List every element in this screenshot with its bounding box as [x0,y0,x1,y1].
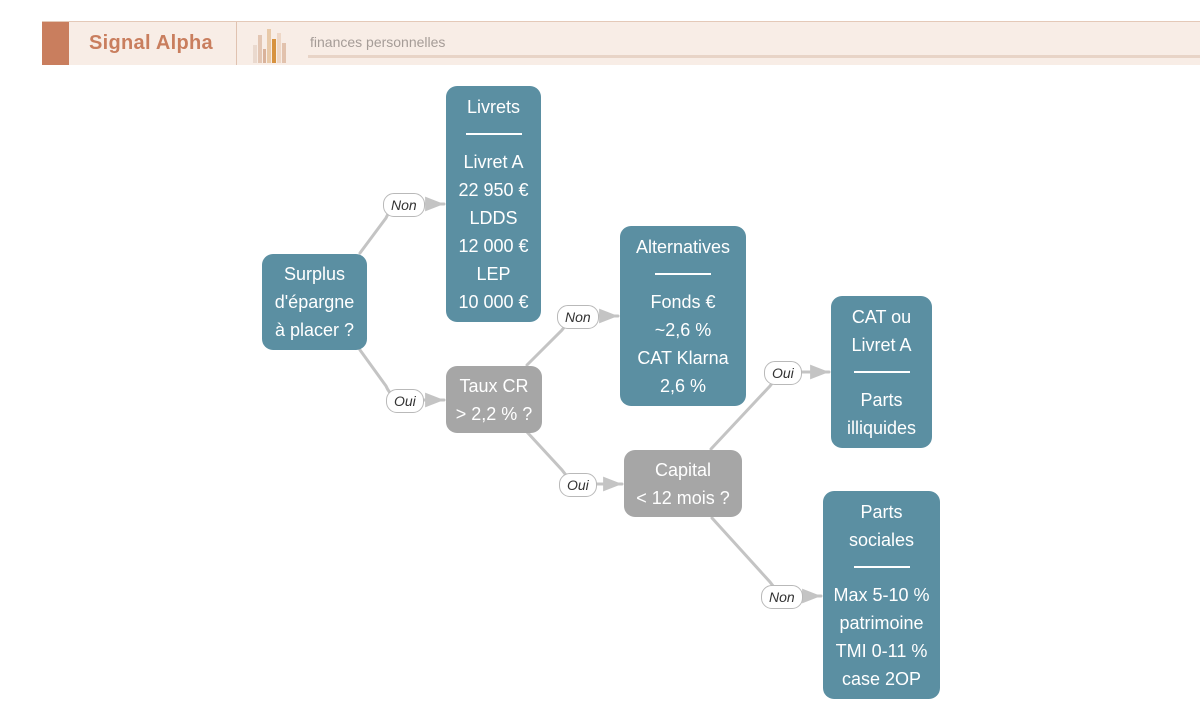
node-surplus: Surplus d'épargne à placer ? [262,254,367,350]
brand-name[interactable]: Signal Alpha [89,32,213,54]
node-line: LEP [476,263,511,284]
header-divider [236,22,237,65]
node-line: 12 000 € [458,235,529,256]
node-title: Alternatives [635,236,731,257]
node-line: Livret A [463,151,524,172]
node-line: patrimoine [839,612,924,633]
node-livrets: Livrets Livret A 22 950 € LDDS 12 000 € … [446,86,541,322]
node-cat-livret: CAT ou Livret A Parts illiquides [831,296,932,448]
header-tagline: finances personnelles [310,34,446,50]
node-line: Surplus [283,264,346,284]
node-line: LDDS [469,207,518,228]
node-line: 22 950 € [458,179,529,200]
header-underline [308,55,1200,58]
node-line: 10 000 € [458,291,529,312]
node-line: illiquides [846,417,917,438]
node-line: Capital [654,459,712,480]
node-line: TMI 0-11 % [835,640,928,661]
node-title: Livret A [851,334,912,355]
node-title: CAT ou [851,306,912,327]
edge-capital-parts [710,516,823,604]
node-taux: Taux CR > 2,2 % ? [446,366,542,433]
node-line: Parts [860,389,903,410]
app-header: Signal Alpha finances personnelles [42,21,1200,65]
node-line: ~2,6 % [654,319,712,340]
header-accent-bar [42,22,69,65]
node-line: Max 5-10 % [833,584,930,605]
edge-label-oui: Oui [386,389,424,413]
node-title: Livrets [466,96,520,117]
bar-chart-logo-icon [253,29,286,63]
node-separator [655,272,711,275]
edge-label-oui: Oui [559,473,597,497]
node-title: sociales [848,529,915,550]
node-line: d'épargne [274,292,355,312]
node-alternatives: Alternatives Fonds € ~2,6 % CAT Klarna 2… [620,226,746,406]
edge-label-oui: Oui [764,361,802,385]
node-line: Taux CR [459,375,529,396]
node-line: case 2OP [841,668,922,689]
node-line: > 2,2 % ? [455,403,533,424]
edge-label-non: Non [761,585,803,609]
edge-label-non: Non [557,305,599,329]
node-line: CAT Klarna [637,347,729,368]
node-line: à placer ? [274,320,355,340]
node-title: Parts [860,501,903,522]
node-line: Fonds € [650,291,716,312]
node-separator [853,370,910,373]
node-parts-sociales: Parts sociales Max 5-10 % patrimoine TMI… [823,491,940,699]
node-separator [465,132,522,135]
edge-label-non: Non [383,193,425,217]
node-capital: Capital < 12 mois ? [624,450,742,517]
node-line: 2,6 % [659,375,707,396]
node-line: < 12 mois ? [636,487,730,508]
node-separator [853,565,910,568]
